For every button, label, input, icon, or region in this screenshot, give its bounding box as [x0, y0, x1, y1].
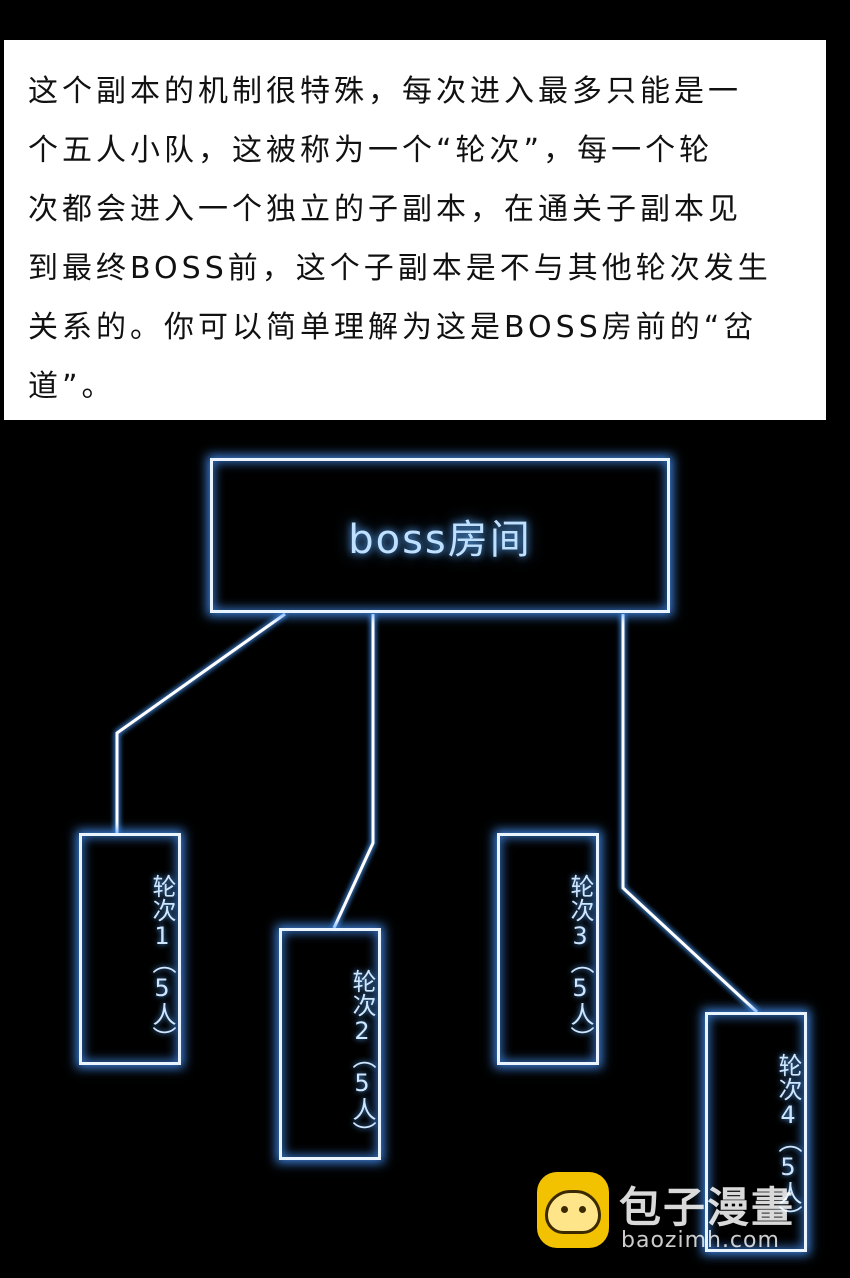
narration-box: 这个副本的机制很特殊，每次进入最多只能是一 个五人小队，这被称为一个“轮次”，每…	[4, 40, 826, 420]
connector-round-2	[332, 614, 375, 929]
narration-line: 次都会进入一个独立的子副本，在通关子副本见	[28, 192, 742, 227]
bun-eye-left	[561, 1206, 568, 1213]
bun-shape	[545, 1190, 601, 1234]
boss-room-label: boss房间	[348, 516, 532, 563]
narration-line: 关系的。你可以简单理解为这是BOSS房前的“岔	[28, 310, 758, 345]
narration-line: 这个副本的机制很特殊，每次进入最多只能是一	[28, 74, 742, 109]
round-box-3: 轮次3（5人）	[497, 833, 599, 1065]
round-box-1: 轮次1（5人）	[79, 833, 181, 1065]
round-label-3: 轮次3（5人）	[566, 874, 594, 1050]
narration-line: 个五人小队，这被称为一个“轮次”，每一个轮	[28, 133, 714, 168]
watermark: 包子漫畫 baozimh.com	[537, 1168, 837, 1258]
watermark-url: baozimh.com	[621, 1228, 780, 1253]
round-label-4: 轮次4（5人）	[774, 1053, 802, 1229]
narration-line: 道”。	[28, 369, 116, 404]
round-box-4: 轮次4（5人）	[705, 1012, 807, 1252]
bun-eye-right	[579, 1206, 586, 1213]
bun-logo-icon	[537, 1172, 609, 1248]
narration-line: 到最终BOSS前，这个子副本是不与其他轮次发生	[28, 251, 772, 286]
round-label-1: 轮次1（5人）	[148, 874, 176, 1050]
connector-round-1	[115, 612, 286, 833]
connector-round-4	[621, 614, 759, 1014]
watermark-title: 包子漫畫	[619, 1183, 796, 1232]
boss-room-box: boss房间	[210, 458, 670, 613]
round-label-2: 轮次2（5人）	[348, 969, 376, 1145]
round-box-2: 轮次2（5人）	[279, 928, 381, 1160]
